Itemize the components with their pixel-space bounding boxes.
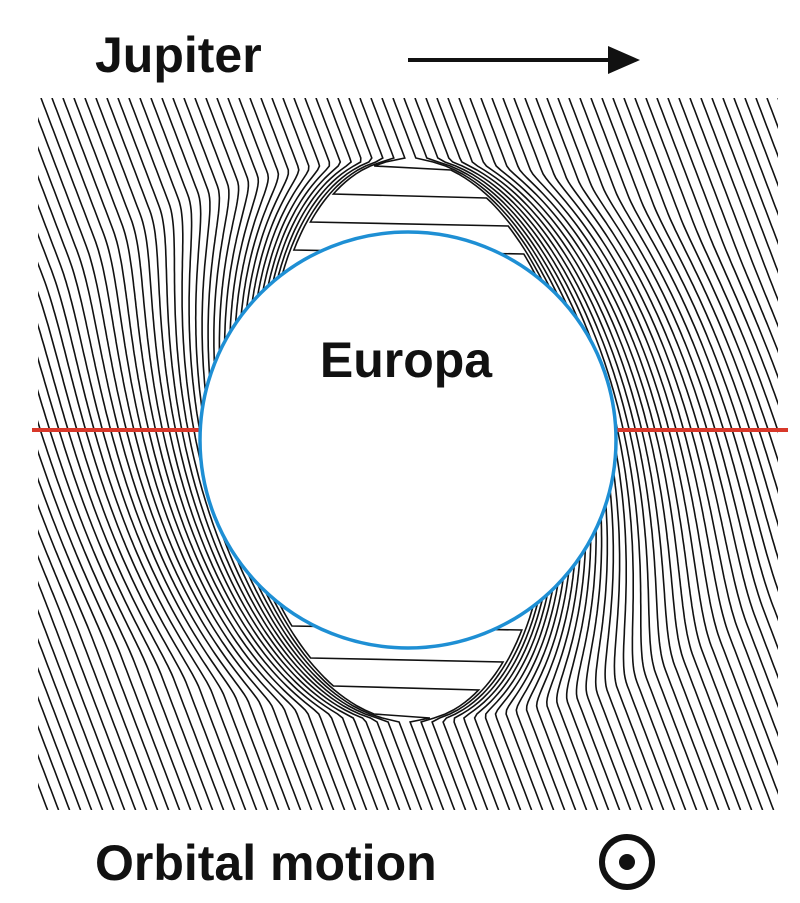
field-line xyxy=(579,98,778,622)
field-line xyxy=(38,449,181,810)
field-line xyxy=(612,98,778,528)
magnetic-field-lines xyxy=(0,98,800,810)
europa-label: Europa xyxy=(320,332,493,388)
field-line xyxy=(73,98,346,810)
field-line xyxy=(656,98,778,406)
field-line xyxy=(38,554,137,810)
field-line xyxy=(38,290,236,810)
field-line xyxy=(436,98,709,810)
field-line xyxy=(38,753,60,810)
field-line xyxy=(95,98,368,810)
field-line xyxy=(634,98,778,463)
field-line xyxy=(777,98,778,101)
field-line xyxy=(38,116,302,810)
field-line xyxy=(38,261,247,810)
field-line xyxy=(0,98,15,810)
field-line xyxy=(645,98,778,434)
field-line xyxy=(524,98,778,767)
field-line xyxy=(546,98,778,709)
field-line xyxy=(469,98,742,810)
field-line xyxy=(38,695,82,810)
field-line xyxy=(766,98,778,130)
field-line xyxy=(38,388,203,810)
field-line xyxy=(502,98,775,810)
field-line xyxy=(0,98,37,810)
field-line xyxy=(38,356,214,810)
field-line xyxy=(62,98,335,810)
field-line xyxy=(535,98,778,738)
field-line xyxy=(722,98,778,246)
field-line xyxy=(458,98,731,810)
field-line xyxy=(84,98,357,810)
field-line xyxy=(689,98,778,328)
field-line xyxy=(38,174,280,810)
field-line xyxy=(623,98,778,495)
right-arrow-icon xyxy=(408,46,640,74)
out-of-page-dot-circle-icon xyxy=(599,834,655,890)
field-line xyxy=(40,98,313,810)
field-line xyxy=(38,420,192,810)
field-line xyxy=(711,98,778,274)
field-line xyxy=(557,98,778,680)
field-line xyxy=(601,98,778,561)
field-line xyxy=(0,98,4,810)
field-line xyxy=(667,98,778,380)
field-line xyxy=(38,322,225,810)
field-line xyxy=(38,580,126,810)
field-line xyxy=(51,98,324,810)
field-line xyxy=(38,232,258,810)
field-line xyxy=(678,98,778,354)
orbital-motion-label: Orbital motion xyxy=(95,835,437,891)
field-line xyxy=(447,98,720,810)
field-line xyxy=(513,98,778,795)
field-line xyxy=(491,98,764,810)
field-line xyxy=(789,98,800,810)
field-line xyxy=(480,98,753,810)
field-line xyxy=(38,503,159,810)
field-line xyxy=(425,98,698,810)
field-line xyxy=(38,637,104,810)
field-line xyxy=(38,529,148,810)
jupiter-label: Jupiter xyxy=(95,27,262,83)
field-line xyxy=(414,98,687,810)
field-line xyxy=(700,98,778,302)
field-line xyxy=(38,145,291,810)
field-line xyxy=(590,98,778,593)
field-line xyxy=(117,98,390,810)
field-line xyxy=(38,203,269,810)
field-line xyxy=(38,666,93,810)
field-line xyxy=(0,98,26,810)
field-line xyxy=(106,98,379,810)
europa-circle xyxy=(198,230,618,650)
field-line xyxy=(38,608,115,810)
field-line xyxy=(38,477,170,810)
field-line xyxy=(128,98,401,810)
field-line xyxy=(755,98,778,159)
field-line xyxy=(568,98,778,651)
